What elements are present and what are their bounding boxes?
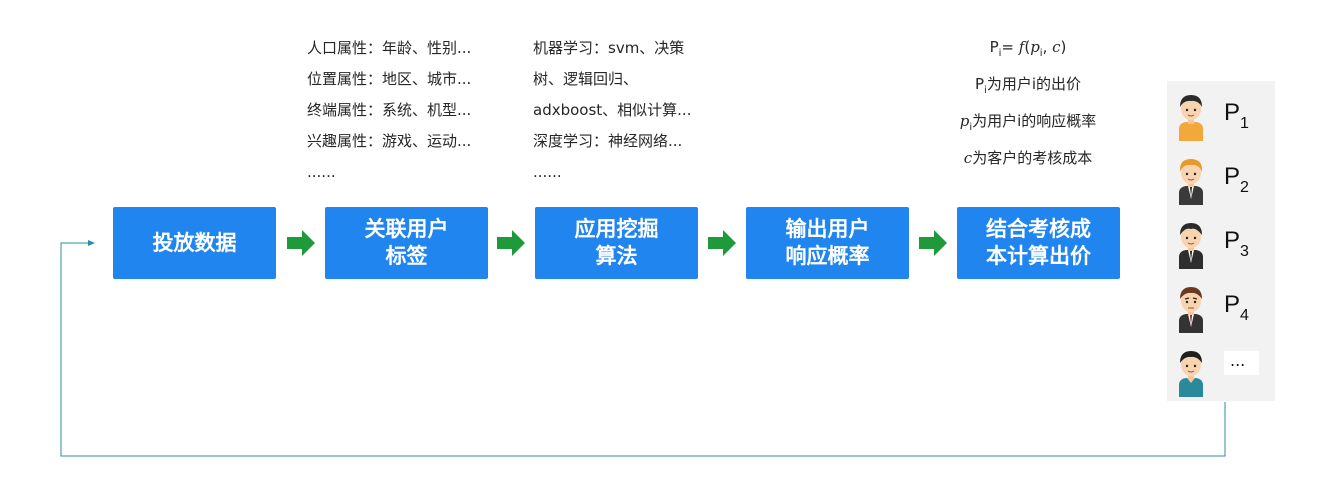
user-avatar-dark-suit-icon	[1179, 223, 1203, 269]
formula-arg-p-sub: i	[1039, 48, 1043, 59]
user-avatar-brown-suit-icon	[1179, 287, 1203, 333]
formula-def-cost: c为客户的考核成本	[948, 143, 1108, 173]
formula-open-paren: (	[1024, 38, 1031, 56]
user-label-letter: P	[1224, 291, 1241, 318]
step-output-response-probability: 输出用户 响应概率	[746, 207, 909, 279]
flow-arrow-icon	[287, 230, 315, 256]
user-label: P1	[1224, 99, 1249, 138]
step-compute-bid: 结合考核成 本计算出价	[957, 207, 1120, 279]
more-users-ellipsis: ...	[1224, 351, 1260, 375]
step-link-user-tags-line2: 标签	[385, 244, 428, 268]
def-bid-text: 为用户i的出价	[986, 75, 1081, 93]
user-label-index: 4	[1240, 307, 1249, 324]
formula-arg-p: p	[1030, 38, 1040, 56]
user-label-index: 3	[1240, 243, 1249, 260]
step-apply-mining-algorithm: 应用挖掘 算法	[535, 207, 698, 279]
formula-lhs: P	[989, 38, 999, 56]
user-attributes-list: 人口属性：年龄、性别... 位置属性：地区、城市... 终端属性：系统、机型..…	[307, 33, 471, 188]
attribute-location: 位置属性：地区、城市...	[307, 70, 472, 88]
attribute-device: 终端属性：系统、机型...	[307, 101, 472, 119]
step-link-user-tags-line1: 关联用户	[364, 217, 449, 241]
attribute-more: ......	[307, 163, 336, 181]
formula-equation: Pi= f(pi, c)	[948, 32, 1108, 69]
algorithm-line-3: adxboost、相似计算...	[533, 101, 692, 119]
bid-formula: Pi= f(pi, c) Pi为用户i的出价 pi为用户i的响应概率 c为客户的…	[948, 32, 1108, 173]
user-label-letter: P	[1224, 227, 1241, 254]
user-row: P4	[1167, 279, 1275, 335]
formula-lhs-sub: i	[998, 48, 1002, 59]
algorithm-line-1: 机器学习：svm、决策	[533, 39, 685, 57]
formula-def-prob: pi为用户i的响应概率	[948, 106, 1108, 143]
step-delivery-data: 投放数据	[113, 207, 276, 279]
user-row: P1	[1167, 87, 1275, 143]
step-compute-bid-line2: 本计算出价	[986, 244, 1091, 268]
def-bid-symbol: P	[975, 75, 985, 93]
formula-equals: =	[1001, 38, 1019, 56]
step-link-user-tags: 关联用户 标签	[325, 207, 488, 279]
formula-close-paren: )	[1060, 38, 1067, 56]
flow-arrow-icon	[497, 230, 525, 256]
step-compute-bid-line1: 结合考核成	[986, 217, 1091, 241]
def-cost-symbol: c	[963, 149, 973, 167]
user-label-index: 1	[1240, 115, 1249, 132]
algorithm-more: ......	[533, 163, 562, 181]
user-label-index: 2	[1240, 179, 1249, 196]
user-avatar-teal-shirt-icon	[1179, 351, 1203, 397]
step-output-prob-line1: 输出用户	[785, 217, 870, 241]
formula-function: f	[1018, 38, 1025, 56]
step-delivery-data-label: 投放数据	[152, 230, 237, 255]
def-prob-text: 为用户i的响应概率	[972, 112, 1097, 130]
user-label-letter: P	[1224, 99, 1241, 126]
algorithm-line-2: 树、逻辑回归、	[533, 70, 639, 88]
user-avatar-orange-shirt-icon	[1179, 95, 1203, 141]
user-row: ...	[1167, 343, 1275, 399]
algorithm-line-4: 深度学习：神经网络...	[533, 132, 683, 150]
def-cost-text: 为客户的考核成本	[972, 149, 1093, 167]
step-apply-mining-line2: 算法	[595, 244, 638, 268]
user-row: P2	[1167, 151, 1275, 207]
flow-arrow-icon	[708, 230, 736, 256]
user-row: P3	[1167, 215, 1275, 271]
flow-arrow-icon	[919, 230, 947, 256]
def-prob-sub: i	[969, 122, 973, 133]
step-output-prob-line2: 响应概率	[785, 244, 870, 268]
user-label: P2	[1224, 163, 1249, 202]
attribute-demographic: 人口属性：年龄、性别...	[307, 39, 472, 57]
user-label: P3	[1224, 227, 1249, 266]
def-bid-sub: i	[984, 85, 987, 96]
algorithms-list: 机器学习：svm、决策 树、逻辑回归、 adxboost、相似计算... 深度学…	[533, 33, 691, 188]
user-label: P4	[1224, 291, 1249, 330]
formula-def-bid: Pi为用户i的出价	[948, 69, 1108, 106]
user-avatar-blond-suit-icon	[1179, 159, 1203, 205]
def-prob-symbol: p	[959, 112, 970, 130]
user-label-letter: P	[1224, 163, 1241, 190]
attribute-interest: 兴趣属性：游戏、运动...	[307, 132, 472, 150]
users-panel: P1 P2 P3	[1167, 81, 1275, 401]
step-apply-mining-line1: 应用挖掘	[574, 217, 659, 241]
formula-comma: ,	[1042, 38, 1053, 56]
formula-arg-c: c	[1052, 38, 1061, 56]
